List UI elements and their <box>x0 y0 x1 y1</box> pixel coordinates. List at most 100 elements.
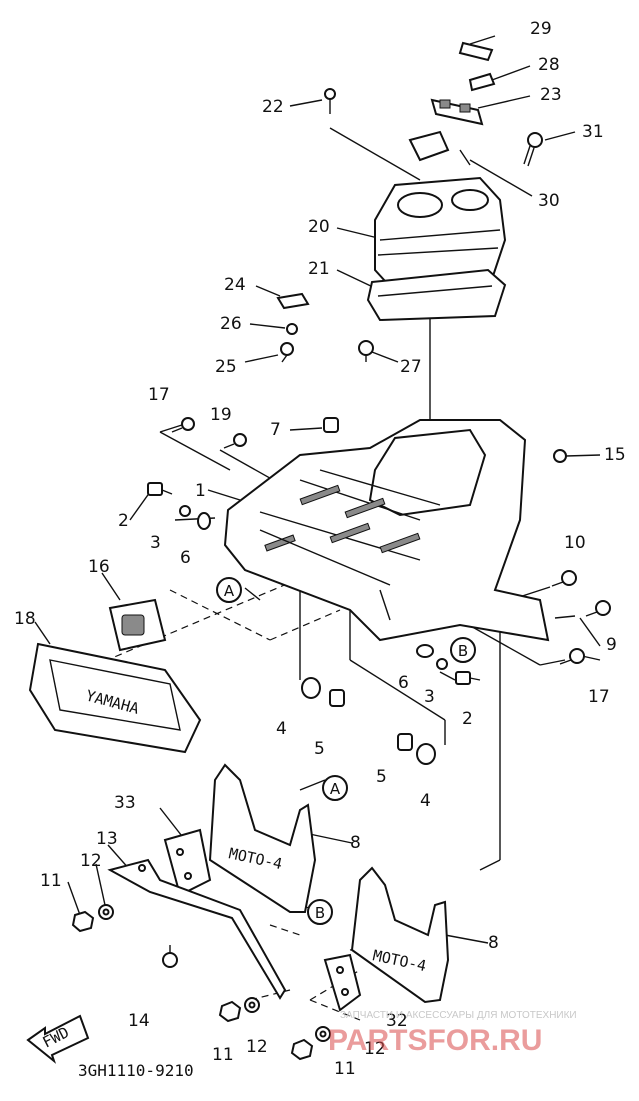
part-label-33: 33 <box>114 793 136 813</box>
part-label-15: 15 <box>604 445 626 465</box>
grommet-7 <box>323 417 339 433</box>
stay-13 <box>107 858 287 1000</box>
headlight-rim-21 <box>366 268 507 322</box>
clip-24 <box>276 292 310 310</box>
part-labels: 29 28 23 22 31 30 20 21 24 26 25 27 17 1… <box>14 19 626 1079</box>
part-label-23: 23 <box>540 85 562 105</box>
mud-flap-8b: MOTO-4 <box>350 866 450 1004</box>
washer-12c <box>315 1026 331 1042</box>
washer-3a <box>179 505 191 517</box>
bolt-15 <box>553 449 567 463</box>
part-label-11a: 11 <box>40 871 62 891</box>
callout-b-lower: B <box>307 899 333 925</box>
part-label-31: 31 <box>582 122 604 142</box>
meter-bracket-23 <box>430 98 484 126</box>
watermark-brand: PARTSFOR.RU <box>328 1024 542 1057</box>
part-label-21: 21 <box>308 259 330 279</box>
front-fender-1 <box>223 419 550 642</box>
part-label-1: 1 <box>195 481 206 501</box>
part-label-14: 14 <box>128 1011 150 1031</box>
part-label-2b: 2 <box>462 709 473 729</box>
callout-a-upper: A <box>216 577 242 603</box>
grommet-4a <box>301 677 321 699</box>
part-label-6a: 6 <box>180 548 191 568</box>
part-label-11b: 11 <box>212 1045 234 1065</box>
part-label-22: 22 <box>262 97 284 117</box>
nut-11a <box>71 910 95 933</box>
part-label-30: 30 <box>538 191 560 211</box>
part-label-6b: 6 <box>398 673 409 693</box>
washer-6b <box>416 644 434 658</box>
part-label-19: 19 <box>210 405 232 425</box>
part-label-5a: 5 <box>314 739 325 759</box>
indicator-plate-29 <box>458 41 494 62</box>
part-label-18: 18 <box>14 609 36 629</box>
part-label-10: 10 <box>564 533 586 553</box>
washer-6a <box>197 512 211 530</box>
svg-text:B: B <box>458 642 468 660</box>
bolt-9 <box>585 600 611 617</box>
part-label-8b: 8 <box>488 933 499 953</box>
diagram-code: 3GH1110-9210 <box>78 1061 194 1080</box>
part-label-20: 20 <box>308 217 330 237</box>
screw-27 <box>358 340 374 362</box>
part-label-3b: 3 <box>424 687 435 707</box>
bracket-30 <box>408 130 471 166</box>
headlight-housing-20 <box>374 176 507 294</box>
emblem-18: YAMAHA <box>28 642 202 754</box>
svg-text:B: B <box>315 904 325 922</box>
part-label-9: 9 <box>606 635 617 655</box>
bolt-17a <box>171 417 195 433</box>
washer-12b <box>244 997 260 1013</box>
screw-22 <box>324 88 336 114</box>
screw-25 <box>280 342 294 363</box>
watermark-caption: ЗАПЧАСТИ И АКСЕССУАРЫ ДЛЯ МОТОТЕХНИКИ <box>340 1010 577 1021</box>
part-label-2a: 2 <box>118 511 129 531</box>
part-label-11c: 11 <box>334 1059 356 1079</box>
nut-11c <box>290 1038 314 1061</box>
washer-12a <box>98 904 114 920</box>
svg-text:A: A <box>224 582 235 600</box>
part-label-13: 13 <box>96 829 118 849</box>
part-label-16: 16 <box>88 557 110 577</box>
forward-direction-arrow-icon: FWD <box>26 1014 90 1064</box>
part-label-12a: 12 <box>80 851 102 871</box>
mud-flap-8a: MOTO-4 <box>208 763 317 913</box>
part-label-17b: 17 <box>588 687 610 707</box>
collar-5a <box>329 689 345 707</box>
part-label-26: 26 <box>220 314 242 334</box>
part-label-27: 27 <box>400 357 422 377</box>
washer-26 <box>286 323 298 335</box>
svg-text:A: A <box>330 780 341 798</box>
bracket-33 <box>163 828 212 897</box>
bolt-17b <box>559 648 585 665</box>
part-label-12b: 12 <box>246 1037 268 1057</box>
callout-a-lower: A <box>322 775 348 801</box>
bolt-19 <box>223 433 247 449</box>
part-label-32: 32 <box>386 1011 408 1031</box>
bolt-14 <box>162 945 178 968</box>
bolt-2a <box>147 482 173 496</box>
part-label-29: 29 <box>530 19 552 39</box>
callout-b-upper: B <box>450 637 476 663</box>
part-label-17a: 17 <box>148 385 170 405</box>
gasket-28 <box>468 72 496 92</box>
part-label-4a: 4 <box>276 719 287 739</box>
part-label-24: 24 <box>224 275 246 295</box>
part-label-4b: 4 <box>420 791 431 811</box>
part-label-25: 25 <box>215 357 237 377</box>
part-label-5b: 5 <box>376 767 387 787</box>
washer-3b <box>436 658 448 670</box>
part-label-28: 28 <box>538 55 560 75</box>
part-label-7: 7 <box>270 420 281 440</box>
bolt-31 <box>523 132 543 167</box>
nut-11b <box>218 1000 242 1023</box>
collar-5b <box>397 733 413 751</box>
part-label-8a: 8 <box>350 833 361 853</box>
reflector-16 <box>108 598 167 652</box>
part-label-12c: 12 <box>364 1039 386 1059</box>
part-label-3a: 3 <box>150 533 161 553</box>
bolt-2b <box>455 671 481 685</box>
bracket-32 <box>323 953 362 1012</box>
